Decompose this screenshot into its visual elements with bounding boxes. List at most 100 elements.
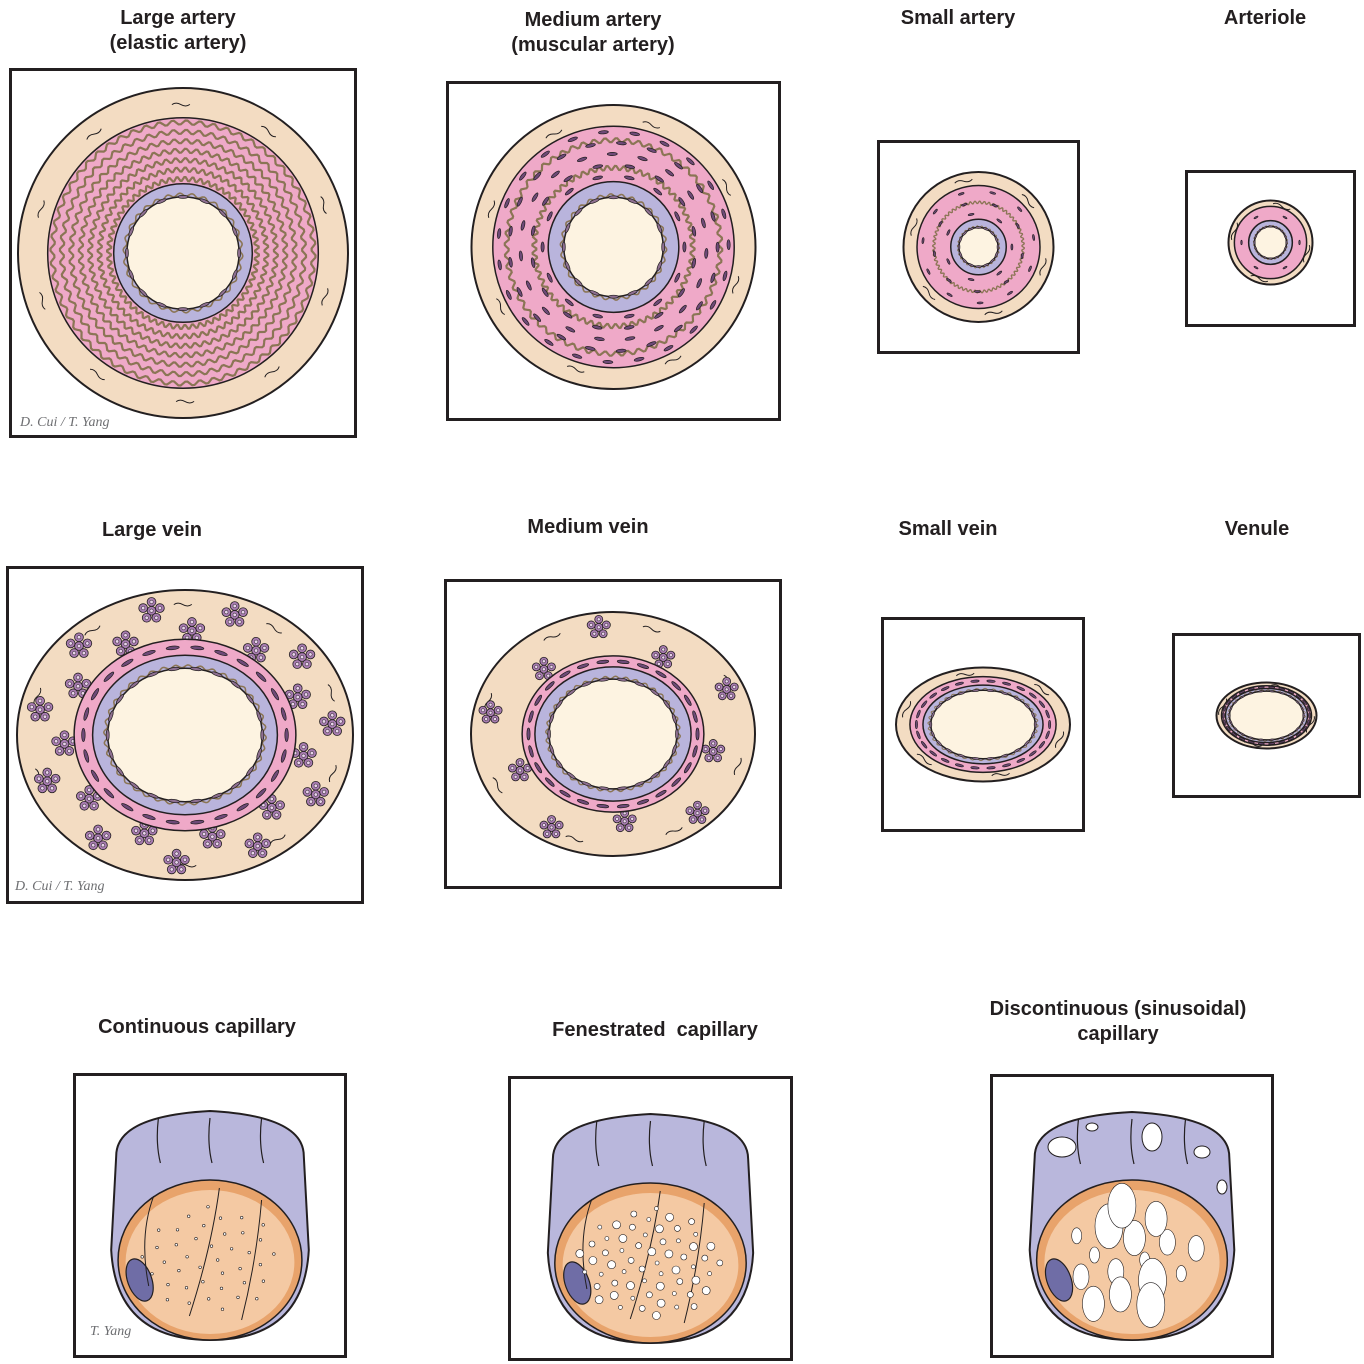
pore [195,1237,198,1240]
nerve-axon [225,610,229,614]
pore [223,1233,226,1236]
smooth-muscle-layer-nucleus [1299,240,1300,245]
pore [576,1250,584,1258]
endothelium-nucleus [930,721,932,728]
nerve-axon [511,766,514,769]
continuous-capillary-title: Continuous capillary [67,1015,327,1040]
nerve-axon [143,832,147,836]
nerve-axon [180,868,184,872]
pore [655,1225,663,1233]
pore [185,1286,188,1289]
pore [643,1279,647,1283]
pore [199,1266,202,1269]
pore [202,1280,205,1283]
nerve-axon [339,720,343,724]
smooth-muscle-layer-nucleus [82,728,86,741]
nerve-axon [518,761,521,764]
nerve-axon [124,634,128,638]
pore [618,1305,622,1309]
smooth-muscle-layer-nucleus [704,248,708,258]
nerve-axon [296,695,300,699]
nerve-axon [719,747,722,750]
nerve-axon [248,842,252,846]
small-vein-panel [881,617,1085,832]
pore [717,1260,723,1266]
pore [186,1256,189,1259]
endothelium-nucleus [1254,240,1255,245]
nerve-axon [138,839,142,843]
nerve-axon [700,818,703,821]
smooth-muscle-layer-nucleus [541,242,544,252]
nerve-axon [615,817,618,820]
nerve-axon [322,720,326,724]
nerve-axon [523,775,526,778]
pore [690,1243,698,1251]
nerve-axon [87,788,91,792]
nerve-axon [302,754,306,758]
pore [639,1305,645,1311]
pore [248,1251,251,1254]
medium-artery-panel [446,81,781,421]
pore [188,1302,191,1305]
pore [187,1215,190,1218]
wall-hole [1217,1180,1227,1194]
endothelium-nucleus [562,242,565,252]
endothelium-nucleus [1269,690,1274,692]
smooth-muscle-layer-nucleus [1011,244,1013,250]
pore [239,1267,242,1270]
smooth-muscle-layer-nucleus [1241,240,1242,245]
pore [627,1282,635,1290]
pore [692,1276,700,1284]
pore [691,1304,697,1310]
nerve-axon [314,793,318,797]
nerve-axon [309,800,313,804]
discontinuous-capillary-title: Discontinuous (sinusoidal) capillary [948,997,1288,1047]
smooth-muscle-layer-nucleus [527,728,530,740]
nerve-axon [30,705,34,709]
discontinuous-capillary-illustration [993,1077,1271,1355]
nerve-axon [733,685,736,688]
pore [237,1296,240,1299]
arteriole-title: Arteriole [1195,6,1335,31]
nerve-axon [150,600,154,604]
nerve-axon [145,616,149,620]
nerve-axon [79,794,83,798]
nerve-axon [662,656,665,659]
nerve-axon [115,640,119,644]
pore [256,1297,259,1300]
nerve-axon [688,809,691,812]
pore [595,1296,603,1304]
smooth-muscle-layer-nucleus [285,728,289,741]
nerve-axon [704,747,707,750]
nerve-axon [550,818,553,821]
nerve-axon [669,654,672,657]
pore [589,1257,597,1265]
pore [689,1219,695,1225]
discontinuous-capillary-title-line2: capillary [948,1022,1288,1047]
nerve-axon [300,655,304,659]
pore [242,1232,245,1235]
nerve-axon [326,729,330,733]
nerve-axon [105,834,109,838]
smooth-muscle-layer-nucleus [696,728,699,740]
nerve-axon [275,813,279,817]
pore [141,1256,144,1259]
endothelium-nucleus [958,244,960,250]
nerve-axon [518,769,521,772]
endothelium-nucleus [1229,713,1230,718]
nerve-axon [50,787,54,791]
pore [243,1281,246,1284]
nerve-axon [215,842,219,846]
pore [676,1239,680,1243]
pore [702,1255,708,1261]
nerve-axon [38,699,42,703]
wall-hole [1086,1123,1098,1131]
nerve-axon [623,820,626,823]
nerve-axon [241,610,245,614]
pore [163,1261,166,1264]
small-artery-title: Small artery [868,6,1048,31]
endothelium-nucleus [1269,739,1274,741]
endothelium-nucleus [106,730,109,741]
nerve-axon [535,665,538,668]
small-artery-illustration [880,143,1077,351]
